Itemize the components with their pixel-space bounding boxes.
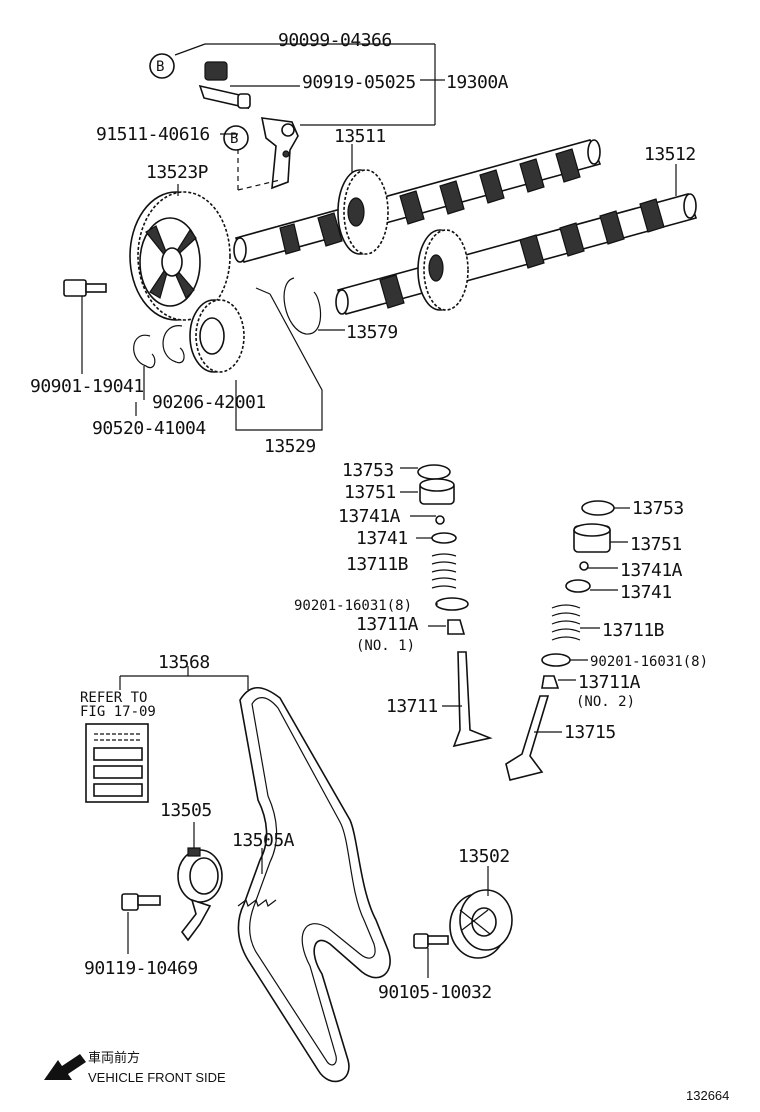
marker-b-label-2: B: [230, 131, 238, 147]
label-13715: 13715: [564, 722, 616, 743]
label-90201-16031-no1: 90201-16031(8): [294, 598, 412, 614]
label-13579: 13579: [346, 322, 398, 343]
label-90105-10032: 90105-10032: [378, 982, 492, 1003]
label-13753-no1: 13753: [342, 460, 394, 481]
marker-b-circle-1: [149, 53, 175, 79]
arrow-down-left-icon: [44, 1054, 86, 1080]
label-13741A-no2: 13741A: [620, 560, 683, 581]
bolt-90105: [413, 933, 449, 949]
cam-position-sensor: [198, 61, 251, 110]
camshaft-upper: [233, 139, 602, 263]
label-13505: 13505: [160, 800, 212, 821]
marker-b-circle-2: [223, 125, 249, 151]
label-90919-05025: 90919-05025: [302, 72, 416, 93]
label-13753-no2: 13753: [632, 498, 684, 519]
snap-ring-13579: [283, 277, 322, 335]
label-13711A-no1: 13711A: [356, 614, 419, 635]
valve-assembly-1: [417, 464, 493, 748]
direction-label-en: VEHICLE FRONT SIDE: [88, 1070, 226, 1085]
label-90119-10469: 90119-10469: [84, 958, 198, 979]
reference-sheet-icon: [85, 723, 149, 803]
figure-number: 132664: [686, 1088, 729, 1103]
label-no1: (NO. 1): [356, 638, 415, 654]
scissor-gear: [189, 299, 245, 373]
refer-note-line2: FIG 17-09: [80, 704, 156, 720]
bracket-bracket-group: [174, 43, 436, 126]
label-90520-41004: 90520-41004: [92, 418, 206, 439]
label-13529: 13529: [264, 436, 316, 457]
label-13741-no2: 13741: [620, 582, 672, 603]
belt-tensioner: [177, 847, 223, 942]
label-13751-no2: 13751: [630, 534, 682, 555]
pin-13529: [255, 287, 271, 295]
label-90099-04366: 90099-04366: [278, 30, 392, 51]
label-13523P: 13523P: [146, 162, 209, 183]
bolt-90901: [63, 279, 107, 297]
bolt-90119: [121, 893, 161, 911]
snap-ring-90520: [133, 334, 156, 369]
label-90901-19041: 90901-19041: [30, 376, 144, 397]
label-13505A: 13505A: [232, 830, 295, 851]
tensioner-spring: [237, 899, 277, 907]
idler-pulley: [449, 889, 513, 959]
label-13711: 13711: [386, 696, 438, 717]
label-90201-16031-no2: 90201-16031(8): [590, 654, 708, 670]
sensor-bracket: [260, 117, 299, 190]
marker-b-label-1: B: [156, 59, 164, 75]
label-13741-no1: 13741: [356, 528, 408, 549]
label-13751-no1: 13751: [344, 482, 396, 503]
timing-belt: [237, 686, 391, 1083]
timing-pulley: [129, 191, 231, 321]
wave-washer-90206: [162, 325, 185, 364]
label-13711B-no1: 13711B: [346, 554, 408, 575]
label-90206-42001: 90206-42001: [152, 392, 266, 413]
label-13511: 13511: [334, 126, 386, 147]
camshaft-lower: [335, 193, 698, 315]
label-13502: 13502: [458, 846, 510, 867]
label-19300A: 19300A: [446, 72, 509, 93]
label-no2: (NO. 2): [576, 694, 635, 710]
refer-note-line1: REFER TO: [80, 690, 147, 706]
label-13711B-no2: 13711B: [602, 620, 664, 641]
label-13568: 13568: [158, 652, 210, 673]
direction-label-jp: 車両前方: [88, 1050, 140, 1065]
label-13711A-no2: 13711A: [578, 672, 641, 693]
label-13741A-no1: 13741A: [338, 506, 401, 527]
label-91511-40616: 91511-40616: [96, 124, 210, 145]
label-13512: 13512: [644, 144, 696, 165]
